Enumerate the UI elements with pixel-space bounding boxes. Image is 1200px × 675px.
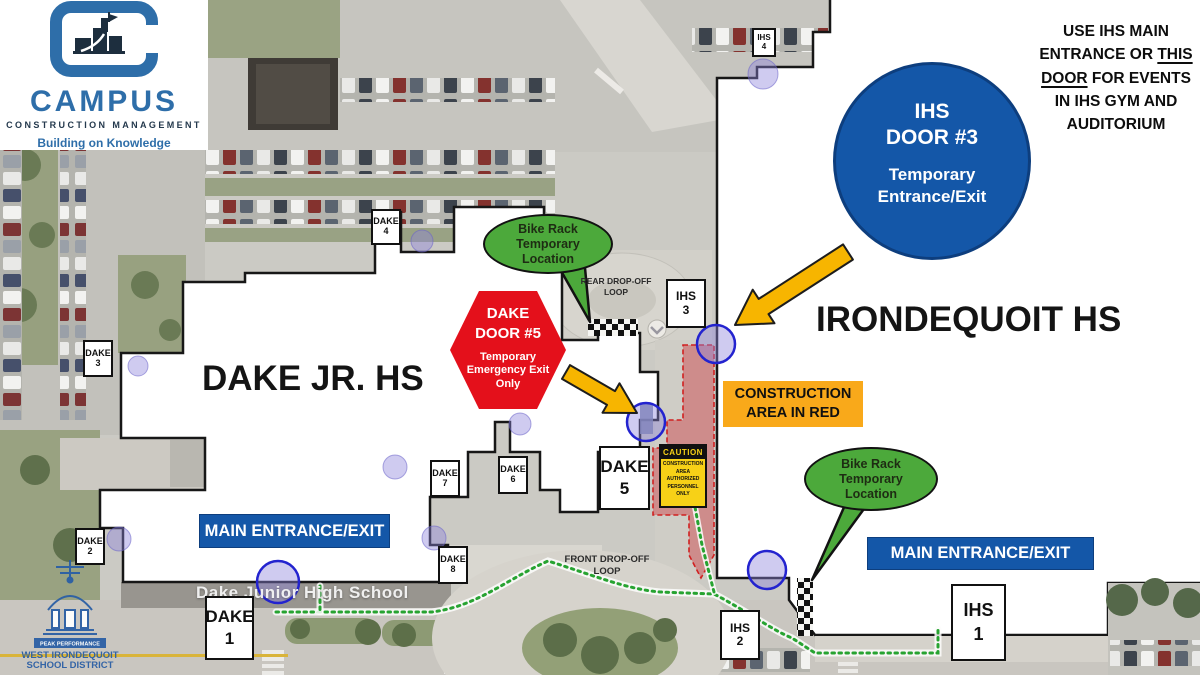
front-crosswalk: [797, 578, 813, 636]
construction-note-text: CONSTRUCTION AREA IN RED: [734, 386, 852, 421]
campus-logo-brand: CAMPUS: [29, 85, 178, 118]
dake-door5-title1: DAKE: [486, 305, 530, 322]
ihs-main-entrance-label: MAIN ENTRANCE/EXIT: [867, 537, 1094, 570]
caution-header: CAUTION: [661, 446, 705, 459]
pedestrian-path: [272, 477, 942, 657]
campus-logo-mark: [50, 1, 165, 77]
caution-line: AREA: [675, 468, 691, 475]
arrow-to-ihs-door3: [734, 243, 854, 326]
bike-rack-text: Bike Rack Temporary Location: [516, 221, 580, 266]
arrow-to-dake-door5: [561, 364, 638, 414]
dake-main-entrance-label: MAIN ENTRANCE/EXIT: [199, 514, 390, 548]
campus-logo-tagline: Building on Knowledge: [37, 136, 171, 150]
door-marker-ihs2: [746, 549, 788, 591]
ihs-door3-title1: IHS: [914, 100, 950, 123]
district-name-line2: SCHOOL DISTRICT: [27, 660, 114, 671]
ihs-door3-title2: DOOR #3: [885, 126, 979, 150]
door-marker-ihs3: [695, 323, 737, 365]
door-marker: [508, 412, 532, 436]
ihs-door3-sub2: Entrance/Exit: [877, 186, 987, 206]
event-entrance-notice: USE IHS MAIN ENTRANCE OR THIS DOOR FOR E…: [1033, 20, 1199, 136]
door-marker: [382, 454, 408, 480]
ihs-door3-sub1: Temporary: [888, 164, 976, 184]
dake5-door-structure: [640, 404, 653, 434]
bike-rack-bubble-front: Bike Rack Temporary Location: [804, 447, 938, 511]
campus-construction-logo: CAMPUS CONSTRUCTION MANAGEMENT Building …: [0, 0, 208, 150]
bike-rack-text: Bike Rack Temporary Location: [839, 456, 903, 501]
notice-text-post: FOR EVENTS IN IHS GYM AND AUDITORIUM: [1054, 69, 1191, 134]
map-pin-icon: [647, 319, 667, 339]
bike-rack-bubble-rear: Bike Rack Temporary Location: [483, 214, 613, 274]
door-marker-dake1: [255, 559, 301, 605]
door-marker: [747, 58, 779, 90]
district-name-line1: WEST IRONDEQUOIT: [21, 650, 118, 661]
main-entrance-text: MAIN ENTRANCE/EXIT: [204, 521, 385, 540]
construction-area-note: CONSTRUCTION AREA IN RED: [723, 381, 863, 427]
rear-crosswalk: [588, 319, 638, 336]
front-loop-label: FRONT DROP-OFF LOOP: [564, 554, 650, 577]
door-marker: [421, 525, 447, 551]
main-entrance-text: MAIN ENTRANCE/EXIT: [890, 544, 1071, 562]
door-marker: [410, 229, 434, 253]
rear-loop-label: REAR DROP-OFF LOOP: [580, 276, 652, 297]
caution-line: AUTHORIZED: [666, 476, 700, 482]
district-logo-band: [34, 638, 106, 648]
district-logo-band-text: PEAK PERFORMANCE: [40, 642, 100, 648]
door-marker: [127, 355, 149, 377]
ihs-door3-callout: IHS DOOR #3 Temporary Entrance/Exit: [833, 62, 1031, 260]
school-district-logo: PEAK PERFORMANCE WEST IRONDEQUOIT SCHOOL…: [18, 556, 122, 672]
dake-door5-title2: DOOR #5: [475, 325, 541, 343]
campus-logo-subtitle: CONSTRUCTION MANAGEMENT: [6, 120, 202, 130]
caution-line: PERSONNEL ONLY: [667, 483, 699, 498]
dake-building-title: DAKE JR. HS: [202, 359, 424, 398]
door-marker: [106, 526, 132, 552]
caution-line: CONSTRUCTION: [662, 461, 704, 467]
west-parking-area: [0, 130, 207, 605]
caution-sign: CAUTION CONSTRUCTION AREA AUTHORIZED PER…: [659, 444, 707, 508]
notice-text-pre: USE IHS MAIN ENTRANCE OR: [1039, 23, 1169, 64]
dake-door5-sub2: Emergency Exit: [466, 364, 550, 377]
notice-text-underlined: THIS DOOR: [1041, 46, 1193, 87]
ihs-building-title: IRONDEQUOIT HS: [816, 300, 1122, 339]
dake-door5-sub3: Only: [495, 378, 521, 390]
dake-door5-sub1: Temporary: [479, 350, 537, 363]
